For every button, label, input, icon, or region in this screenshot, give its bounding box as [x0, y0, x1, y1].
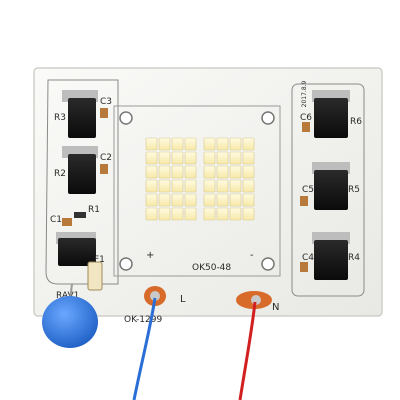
mount-hole-bottom-right	[261, 257, 275, 271]
led-cell	[203, 179, 216, 193]
fuse	[87, 261, 103, 291]
led-cell	[242, 165, 255, 179]
led-cell	[229, 151, 242, 165]
led-cell	[229, 179, 242, 193]
led-cell	[242, 193, 255, 207]
led-cell	[184, 165, 197, 179]
label-plus: +	[146, 250, 154, 261]
led-cell	[171, 179, 184, 193]
transistor-q4	[312, 232, 350, 280]
label-part: OK-1299	[124, 315, 162, 325]
label-terminal-n: N	[272, 302, 279, 313]
varistor-capacitor	[42, 296, 98, 348]
led-cell	[203, 151, 216, 165]
transistor-q5	[312, 162, 350, 210]
led-cell	[158, 151, 171, 165]
led-cell	[158, 137, 171, 151]
label-terminal-l: L	[180, 294, 186, 305]
smd-c1	[62, 218, 72, 226]
led-cell	[171, 151, 184, 165]
mount-hole-top-left	[119, 111, 133, 125]
led-cell	[158, 179, 171, 193]
led-cell	[203, 137, 216, 151]
label-revision: 2017.8.9	[301, 80, 308, 107]
led-cell	[171, 165, 184, 179]
led-cell	[171, 207, 184, 221]
label-r5: R5	[348, 185, 360, 195]
led-cell	[216, 151, 229, 165]
led-cell	[203, 207, 216, 221]
label-c1: C1	[50, 215, 62, 225]
led-cell	[145, 137, 158, 151]
led-cell	[203, 193, 216, 207]
led-cell	[216, 179, 229, 193]
label-r3: R3	[54, 113, 66, 123]
label-r2: R2	[54, 169, 66, 179]
led-cell	[229, 193, 242, 207]
led-cell	[229, 207, 242, 221]
led-cell	[184, 207, 197, 221]
wire-blue	[132, 297, 157, 400]
led-cell	[145, 179, 158, 193]
label-minus: -	[250, 250, 254, 261]
transistor-q3	[62, 90, 98, 138]
transistor-q6	[312, 90, 350, 138]
led-cell	[242, 207, 255, 221]
led-cell	[216, 193, 229, 207]
label-rav1: RAV1	[56, 291, 79, 301]
led-cell	[216, 207, 229, 221]
led-cell	[242, 151, 255, 165]
mount-hole-top-right	[261, 111, 275, 125]
label-c4: C4	[302, 253, 314, 263]
label-r6: R6	[350, 117, 362, 127]
smd-c6	[302, 122, 310, 132]
label-c6: C6	[300, 113, 312, 123]
mount-hole-bottom-left	[119, 257, 133, 271]
wire-red	[238, 301, 257, 400]
label-r1: R1	[88, 205, 100, 215]
led-cell	[229, 137, 242, 151]
led-cell	[242, 137, 255, 151]
led-cell	[184, 151, 197, 165]
label-c5: C5	[302, 185, 314, 195]
led-cell	[229, 165, 242, 179]
label-r4: R4	[348, 253, 360, 263]
led-cell	[242, 179, 255, 193]
transistor-q2	[62, 146, 98, 194]
led-cell	[145, 193, 158, 207]
led-cell	[145, 207, 158, 221]
label-f1: F1	[94, 255, 105, 265]
led-module-frame	[113, 105, 281, 277]
led-cell	[158, 193, 171, 207]
led-cell	[216, 137, 229, 151]
led-array	[145, 137, 255, 221]
label-c3: C3	[100, 97, 112, 107]
led-cell	[171, 137, 184, 151]
smd-c3	[100, 108, 108, 118]
led-cell	[145, 151, 158, 165]
led-cell	[216, 165, 229, 179]
led-cell	[203, 165, 216, 179]
smd-c4	[300, 262, 308, 272]
bridge-rectifier	[56, 232, 96, 266]
led-cell	[184, 179, 197, 193]
label-model: OK50-48	[192, 263, 231, 273]
smd-c5	[300, 196, 308, 206]
right-section-outline	[291, 83, 365, 297]
led-cell	[158, 207, 171, 221]
smd-r1	[74, 212, 86, 218]
led-cell	[171, 193, 184, 207]
smd-c2	[100, 164, 108, 174]
led-cell	[145, 165, 158, 179]
led-cell	[158, 165, 171, 179]
label-c2: C2	[100, 153, 112, 163]
led-cell	[184, 137, 197, 151]
led-cell	[184, 193, 197, 207]
